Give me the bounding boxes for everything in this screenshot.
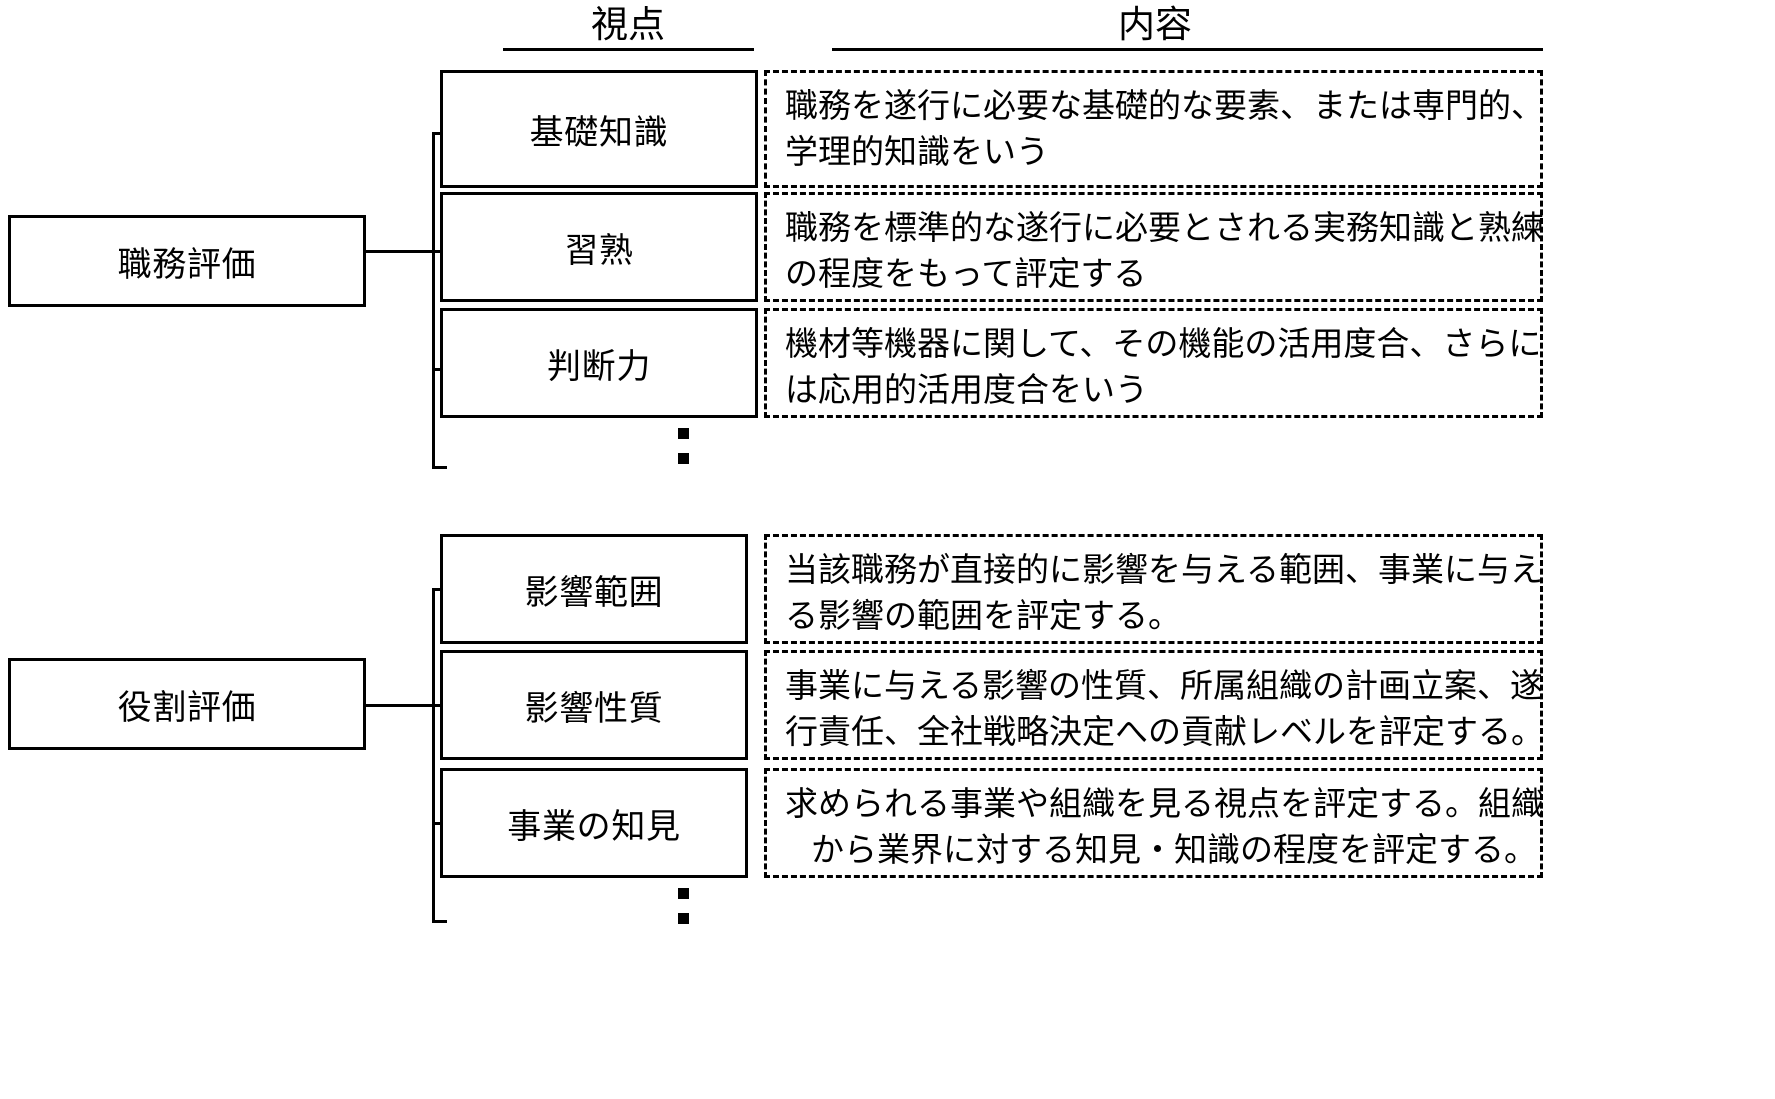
content-line: 事業に与える影響の性質、所属組織の計画立案、遂 (785, 667, 1544, 704)
viewpoint-box-group-2-row-2: 影響性質 (440, 650, 748, 760)
content-line: 求められる事業や組織を見る視点を評定する。組織 (785, 785, 1544, 822)
ellipsis-dot (678, 453, 689, 464)
connector-spine-group-1 (432, 132, 435, 468)
ellipsis-dot (678, 428, 689, 439)
connector-branch-group-1-row-more (432, 466, 447, 469)
content-box-group-2-row-3: 求められる事業や組織を見る視点を評定する。組織 から業界に対する知見・知識の程度… (764, 768, 1544, 878)
content-line: 学理的知識をいう (785, 132, 1049, 170)
content-line: から業界に対する知見・知識の程度を評定する。 (811, 830, 1537, 868)
connector-root-trunk-group-1 (363, 250, 435, 253)
content-box-group-2-row-1: 当該職務が直接的に影響を与える範囲、事業に与え る影響の範囲を評定する。 (764, 534, 1543, 644)
column-header-viewpoint-rule (503, 48, 754, 51)
viewpoint-box-group-1-row-2: 習熟 (440, 192, 758, 302)
content-line: の程度をもって評定する (785, 254, 1147, 292)
content-line: 職務を標準的な遂行に必要とされる実務知識と熟練 (785, 209, 1544, 246)
content-line: 行責任、全社戦略決定への貢献レベルを評定する。 (785, 712, 1544, 750)
column-header-content: 内容 (1118, 4, 1192, 45)
ellipsis-dot (678, 913, 689, 924)
column-header-viewpoint: 視点 (591, 4, 665, 45)
viewpoint-box-group-1-row-1: 基礎知識 (440, 70, 758, 188)
column-header-content-rule (832, 48, 1543, 51)
more-rows-ellipsis-group-1 (678, 428, 689, 464)
content-line: る影響の範囲を評定する。 (785, 596, 1181, 634)
content-box-group-2-row-2: 事業に与える影響の性質、所属組織の計画立案、遂 行責任、全社戦略決定への貢献レベ… (764, 650, 1544, 760)
viewpoint-box-group-1-row-3: 判断力 (440, 308, 758, 418)
more-rows-ellipsis-group-2 (678, 888, 689, 924)
content-box-group-1-row-3: 機材等機器に関して、その機能の活用度合、さらに は応用的活用度合をいう (764, 308, 1543, 418)
content-box-group-1-row-2: 職務を標準的な遂行に必要とされる実務知識と熟練 の程度をもって評定する (764, 192, 1544, 302)
content-box-group-1-row-1: 職務を遂行に必要な基礎的な要素、または専門的、 学理的知識をいう (764, 70, 1544, 188)
content-line: 当該職務が直接的に影響を与える範囲、事業に与え (785, 551, 1544, 588)
connector-spine-group-2 (432, 588, 435, 922)
content-line: 職務を遂行に必要な基礎的な要素、または専門的、 (785, 87, 1544, 124)
connector-root-trunk-group-2 (363, 704, 435, 707)
ellipsis-dot (678, 888, 689, 899)
content-line: 機材等機器に関して、その機能の活用度合、さらに (785, 325, 1542, 362)
root-box-group-2: 役割評価 (8, 658, 366, 750)
content-line: は応用的活用度合をいう (785, 370, 1148, 408)
viewpoint-box-group-2-row-3: 事業の知見 (440, 768, 748, 878)
root-box-group-1: 職務評価 (8, 215, 366, 307)
viewpoint-box-group-2-row-1: 影響範囲 (440, 534, 748, 644)
connector-branch-group-2-row-more (432, 920, 447, 923)
